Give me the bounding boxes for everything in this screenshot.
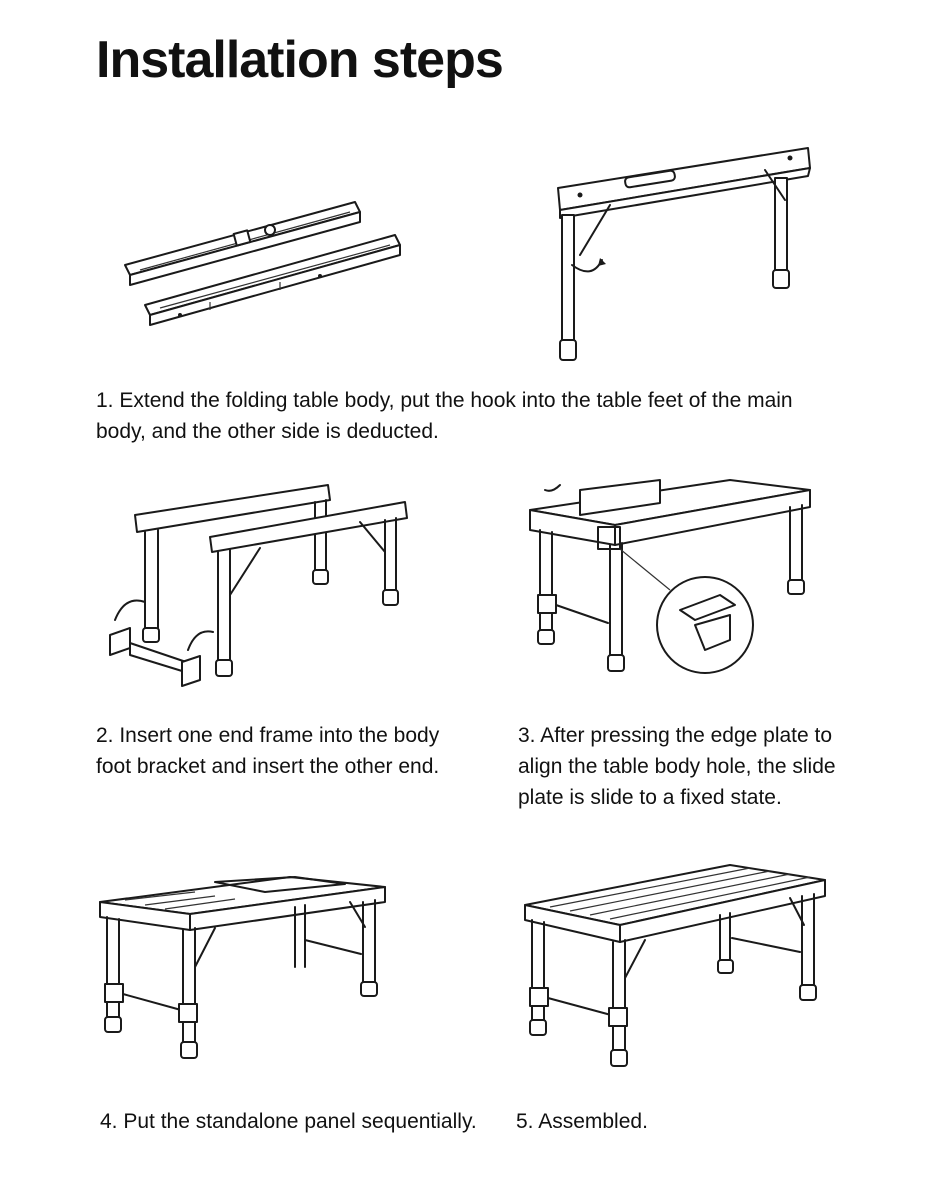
page-title: Installation steps	[96, 31, 504, 89]
step1-end-frame-illustration	[550, 140, 820, 365]
step3-caption: 3. After pressing the edge plate to alig…	[518, 724, 836, 809]
step4-caption: 4. Put the standalone panel sequentially…	[100, 1110, 477, 1133]
step3-illustration	[520, 475, 840, 690]
step5-caption: 5. Assembled.	[516, 1110, 648, 1133]
step2-caption: 2. Insert one end frame into the body fo…	[96, 724, 440, 778]
step4-illustration	[95, 872, 395, 1072]
step5-illustration	[520, 860, 830, 1070]
step2-illustration	[100, 480, 420, 690]
step1-caption: 1. Extend the folding table body, put th…	[96, 389, 793, 443]
step1-folded-rails-illustration	[120, 190, 410, 340]
